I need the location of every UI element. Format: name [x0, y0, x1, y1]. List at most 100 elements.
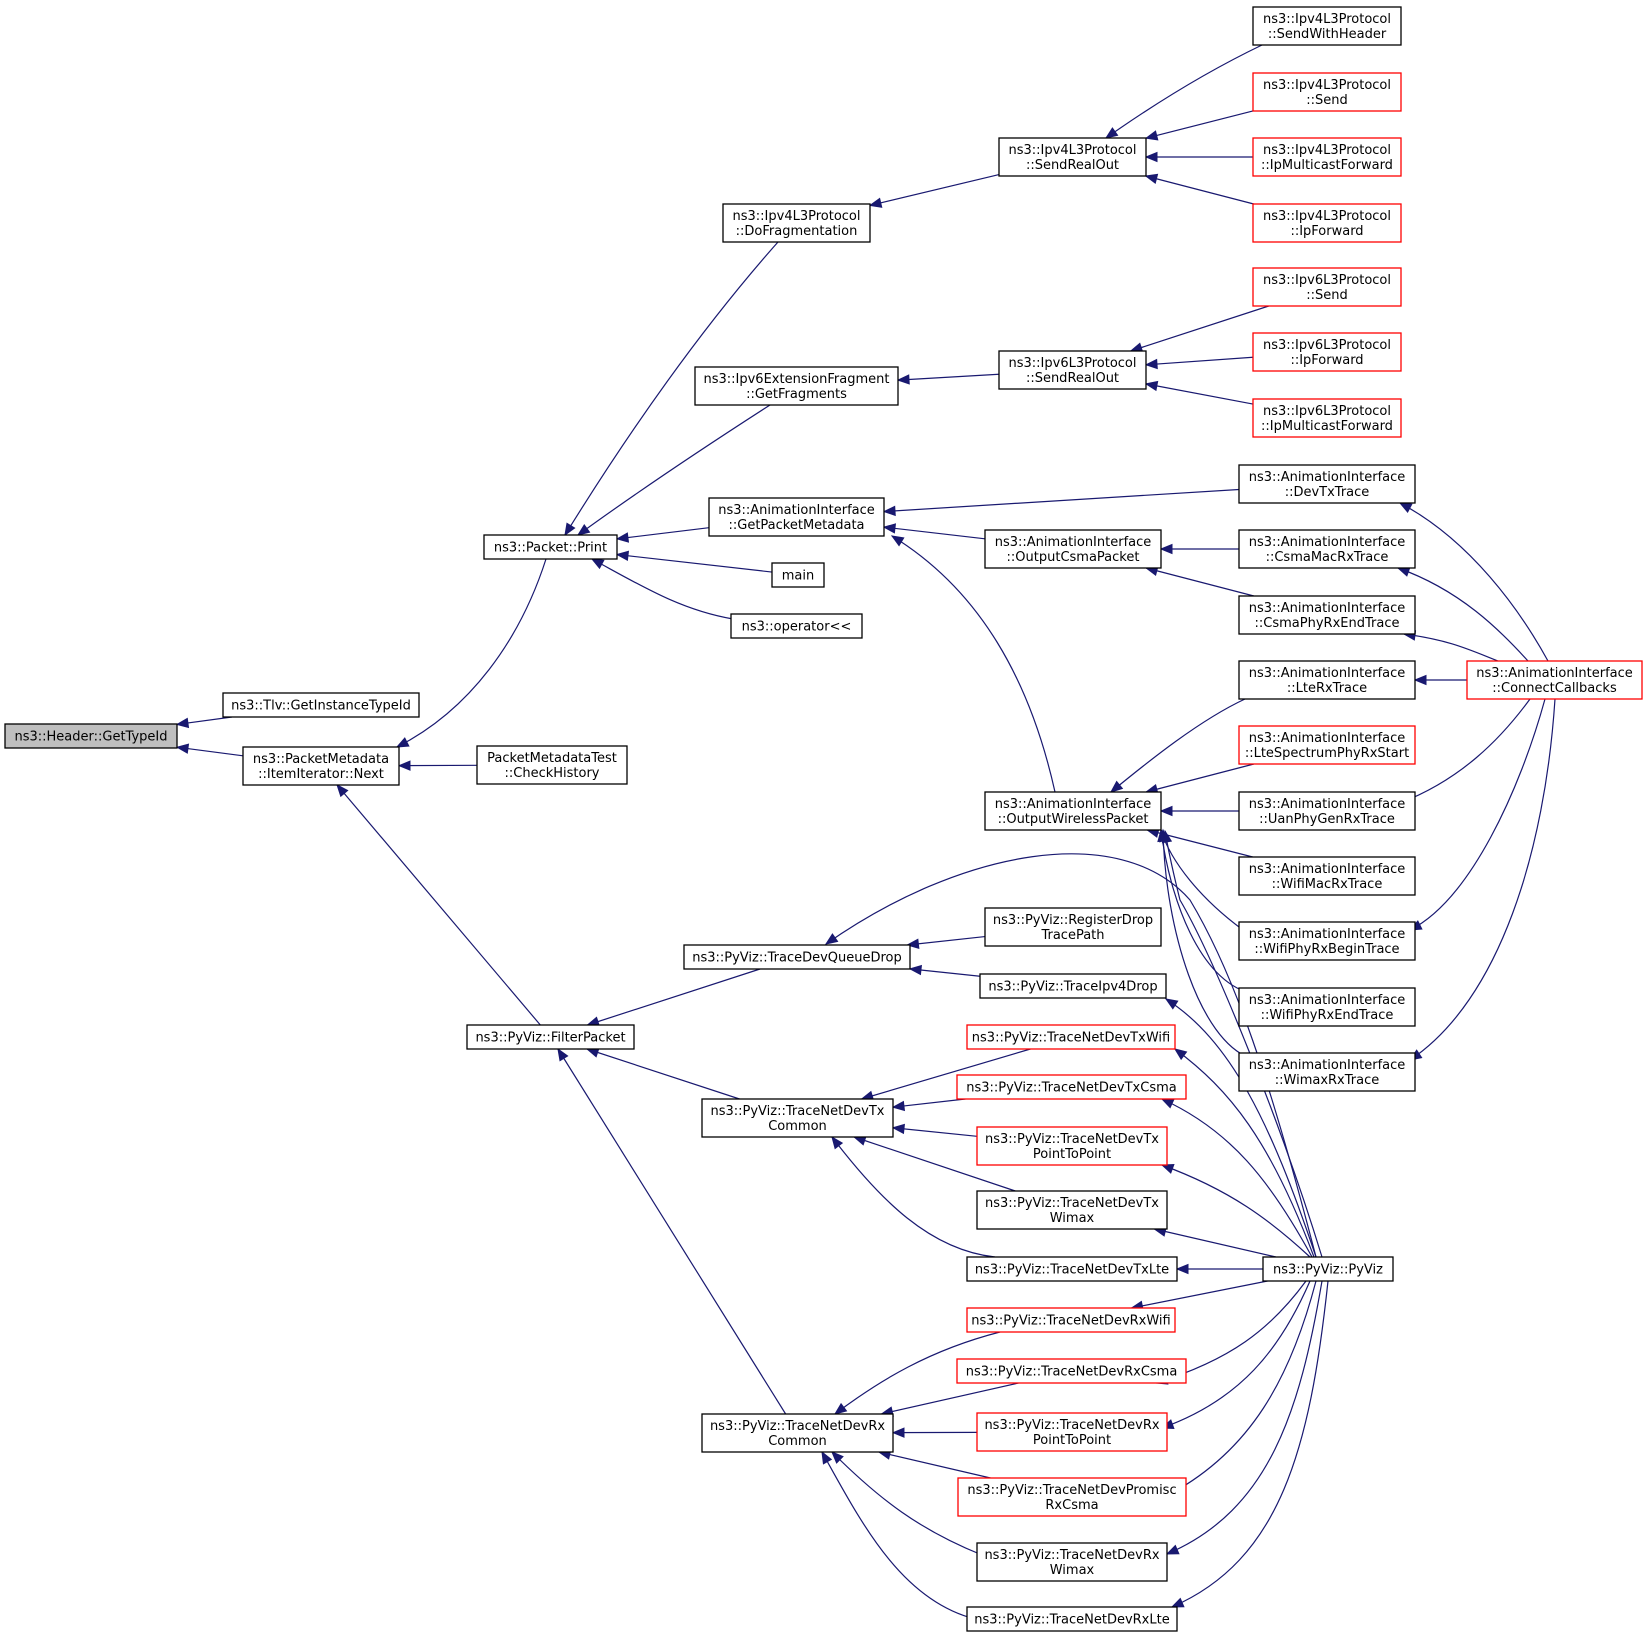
node-pyviz-tracenetdevrxwifi[interactable]: ns3::PyViz::TraceNetDevRxWifi: [966, 1307, 1176, 1333]
edge-pyviz_tracenetdevtxcommon-to-pyviz_filterpacket: [585, 1047, 740, 1100]
node-anim-uanphygenrxtrace[interactable]: ns3::AnimationInterface::UanPhyGenRxTrac…: [1238, 791, 1416, 831]
edge-main-to-packet_print: [615, 550, 773, 573]
node-ipv4-sendwithheader[interactable]: ns3::Ipv4L3Protocol::SendWithHeader: [1252, 6, 1402, 46]
node-packetmetadata-next[interactable]: ns3::PacketMetadata::ItemIterator::Next: [242, 746, 400, 786]
node-label: Common: [768, 1119, 827, 1134]
node-label: ns3::PyViz::TraceNetDevTx: [985, 1132, 1159, 1147]
node-pyviz-tracenetdevrxcsma[interactable]: ns3::PyViz::TraceNetDevRxCsma: [956, 1358, 1187, 1384]
node-anim-wimaxrxtrace[interactable]: ns3::AnimationInterface::WimaxRxTrace: [1238, 1052, 1416, 1092]
node-main[interactable]: main: [771, 562, 825, 588]
node-operator-ll[interactable]: ns3::operator<<: [730, 613, 863, 639]
node-ipv4-ipmulticastforward[interactable]: ns3::Ipv4L3Protocol::IpMulticastForward: [1252, 137, 1402, 177]
node-box: [1238, 725, 1416, 765]
node-label: ns3::AnimationInterface: [1476, 666, 1633, 681]
node-ipv4-sendrealout[interactable]: ns3::Ipv4L3Protocol::SendRealOut: [998, 137, 1147, 177]
node-label: TracePath: [1040, 928, 1104, 943]
node-box: [722, 203, 871, 243]
node-tlv-getinstancetypeid[interactable]: ns3::Tlv::GetInstanceTypeId: [222, 692, 420, 718]
node-ipv6-sendrealout[interactable]: ns3::Ipv6L3Protocol::SendRealOut: [998, 350, 1147, 390]
node-ipv6-ipmulticastforward[interactable]: ns3::Ipv6L3Protocol::IpMulticastForward: [1252, 398, 1402, 438]
node-label: ::CsmaPhyRxEndTrace: [1255, 616, 1400, 631]
edge-anim_lterxtrace-to-anim_outputwirelesspacket: [1109, 698, 1246, 793]
node-label: Wimax: [1050, 1211, 1095, 1226]
node-anim-outputcsmapacket[interactable]: ns3::AnimationInterface::OutputCsmaPacke…: [984, 529, 1162, 569]
edge-ipv6ext_getfragments-to-packet_print: [576, 404, 771, 536]
node-anim-lterxtrace[interactable]: ns3::AnimationInterface::LteRxTrace: [1238, 660, 1416, 700]
edge-packetmetadatatest_checkhistory-to-packetmetadata_next: [397, 760, 478, 771]
node-box: [984, 529, 1162, 569]
node-label: ns3::AnimationInterface: [1249, 1058, 1406, 1073]
edge-pyviz_pyviz-to-pyviz_tracenetdevrxlte: [1170, 1280, 1329, 1608]
node-label: ::DoFragmentation: [736, 224, 858, 239]
node-label: ::IpForward: [1290, 224, 1363, 239]
node-header-gettypeid[interactable]: ns3::Header::GetTypeId: [4, 723, 178, 749]
node-label: ::CheckHistory: [505, 766, 600, 781]
node-box: [1238, 464, 1416, 504]
node-anim-wifimacrxtrace[interactable]: ns3::AnimationInterface::WifiMacRxTrace: [1238, 856, 1416, 896]
node-anim-connectcallbacks[interactable]: ns3::AnimationInterface::ConnectCallback…: [1466, 660, 1643, 700]
node-pyviz-tracenetdevrxlte[interactable]: ns3::PyViz::TraceNetDevRxLte: [966, 1606, 1178, 1632]
node-label: ns3::PyViz::TraceNetDevRx: [984, 1548, 1159, 1563]
node-anim-ltespectrumphyrxstart[interactable]: ns3::AnimationInterface::LteSpectrumPhyR…: [1238, 725, 1416, 765]
node-label: ns3::Ipv4L3Protocol: [1263, 78, 1391, 93]
node-ipv4-ipforward[interactable]: ns3::Ipv4L3Protocol::IpForward: [1252, 203, 1402, 243]
node-label: ns3::Ipv6L3Protocol: [1009, 356, 1137, 371]
edge-anim_connectcallbacks-to-anim_wifiphyrxbegintrace: [1408, 698, 1546, 931]
node-label: ns3::PyViz::TraceNetDevTx: [710, 1104, 884, 1119]
edge-pyviz_tracenetdevtxlte-to-pyviz_tracenetdevtxcommon: [831, 1135, 996, 1258]
node-pyviz-tracenetdevtxlte[interactable]: ns3::PyViz::TraceNetDevTxLte: [966, 1256, 1178, 1282]
edge-pyviz_pyviz-to-pyviz_tracenetdevtxp2p: [1160, 1164, 1311, 1258]
node-anim-getpacketmetadata[interactable]: ns3::AnimationInterface::GetPacketMetada…: [708, 497, 885, 537]
node-pyviz-tracenetdevtxcsma[interactable]: ns3::PyViz::TraceNetDevTxCsma: [956, 1074, 1187, 1100]
node-anim-csmamacrxtrace[interactable]: ns3::AnimationInterface::CsmaMacRxTrace: [1238, 529, 1416, 569]
node-anim-wifiphyrxendtrace[interactable]: ns3::AnimationInterface::WifiPhyRxEndTra…: [1238, 987, 1416, 1027]
node-box: [683, 944, 911, 970]
node-anim-csmaphyrxendtrace[interactable]: ns3::AnimationInterface::CsmaPhyRxEndTra…: [1238, 595, 1416, 635]
node-ipv6-send[interactable]: ns3::Ipv6L3Protocol::Send: [1252, 267, 1402, 307]
node-label: ::Send: [1306, 288, 1348, 303]
edge-anim_getpacketmetadata-to-packet_print: [615, 527, 710, 543]
node-label: ns3::AnimationInterface: [1249, 797, 1406, 812]
node-label: ns3::AnimationInterface: [995, 535, 1152, 550]
node-box: [1238, 529, 1416, 569]
node-ipv4-dofragmentation[interactable]: ns3::Ipv4L3Protocol::DoFragmentation: [722, 203, 871, 243]
node-pyviz-traceipv4drop[interactable]: ns3::PyViz::TraceIpv4Drop: [979, 973, 1167, 999]
node-box: [998, 350, 1147, 390]
node-label: ns3::AnimationInterface: [1249, 470, 1406, 485]
node-anim-wifiphyrxbegintrace[interactable]: ns3::AnimationInterface::WifiPhyRxBeginT…: [1238, 921, 1416, 961]
node-pyviz-tracedevqueuedrop[interactable]: ns3::PyViz::TraceDevQueueDrop: [683, 944, 911, 970]
node-label: ::ConnectCallbacks: [1492, 681, 1617, 696]
edge-packetmetadata_next-to-header_gettypeid: [175, 743, 244, 757]
node-ipv6ext-getfragments[interactable]: ns3::Ipv6ExtensionFragment::GetFragments: [694, 366, 899, 406]
node-label: main: [782, 569, 814, 584]
node-box: [976, 1190, 1168, 1230]
node-box: [1252, 203, 1402, 243]
node-packetmetadatatest-checkhistory[interactable]: PacketMetadataTest::CheckHistory: [476, 745, 628, 785]
node-ipv4-send[interactable]: ns3::Ipv4L3Protocol::Send: [1252, 72, 1402, 112]
node-box: [984, 907, 1162, 947]
node-packet-print[interactable]: ns3::Packet::Print: [483, 534, 618, 560]
edge-pyviz_tracenetdevrxcommon-to-pyviz_filterpacket: [557, 1047, 787, 1415]
edge-pyviz_tracenetdevrxwimax-to-pyviz_tracenetdevrxcommon: [831, 1451, 983, 1556]
node-label: ns3::PyViz::TraceIpv4Drop: [988, 980, 1157, 995]
node-box: [979, 973, 1167, 999]
node-pyviz-pyviz[interactable]: ns3::PyViz::PyViz: [1262, 1256, 1394, 1282]
node-anim-outputwirelesspacket[interactable]: ns3::AnimationInterface::OutputWirelessP…: [984, 791, 1162, 831]
node-ipv6-ipforward[interactable]: ns3::Ipv6L3Protocol::IpForward: [1252, 332, 1402, 372]
node-label: ns3::PyViz::TraceDevQueueDrop: [692, 951, 902, 966]
node-label: ns3::Ipv4L3Protocol: [733, 209, 861, 224]
node-anim-devtxtrace[interactable]: ns3::AnimationInterface::DevTxTrace: [1238, 464, 1416, 504]
node-label: PointToPoint: [1033, 1433, 1111, 1448]
node-pyviz-filterpacket[interactable]: ns3::PyViz::FilterPacket: [466, 1024, 635, 1050]
node-pyviz-tracenetdevtxwifi[interactable]: ns3::PyViz::TraceNetDevTxWifi: [966, 1024, 1176, 1050]
node-box: [466, 1024, 635, 1050]
edge-pyviz_pyviz-to-pyviz_traceipv4drop: [1164, 998, 1317, 1258]
